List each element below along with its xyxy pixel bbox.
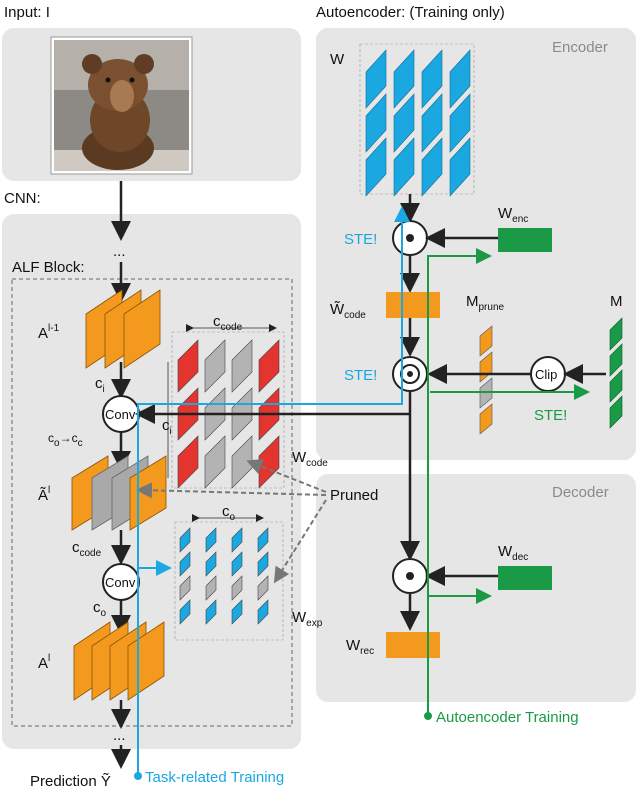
task-training-path [137, 206, 410, 776]
m-prune-label: Mprune [466, 293, 505, 313]
alf-block-border [11, 278, 293, 727]
alf-block-label: ALF Block: [12, 259, 85, 276]
decoder-label: Decoder [552, 484, 609, 501]
ste-label-1: STE! [344, 231, 377, 248]
ellipsis-top: ... [113, 243, 126, 260]
w-enc-label: Wenc [498, 205, 528, 225]
input-label: Input: I [4, 4, 50, 21]
w-exp-label: Wexp [292, 609, 323, 629]
w-code-tilde-label: W̃code [330, 301, 366, 321]
decoder-panel [316, 474, 636, 702]
ste-label-3: STE! [534, 407, 567, 424]
w-dec-label: Wdec [498, 543, 528, 563]
m-label: M [610, 293, 623, 310]
w-dec-bar [498, 566, 552, 590]
c-code-label: ccode [72, 539, 102, 559]
c-o-label: co [93, 599, 107, 619]
autoencoder-training-path [427, 248, 492, 716]
a-out-label: Al [38, 653, 50, 672]
w-label: W [330, 51, 345, 68]
a-prev-stack [85, 289, 161, 369]
c-i-label: ci [95, 375, 105, 395]
conv-1-label: Conv [105, 407, 136, 422]
task-training-label: Task-related Training [145, 769, 284, 786]
autoencoder-label: Autoencoder: (Training only) [316, 4, 505, 21]
ste-label-2: STE! [344, 367, 377, 384]
clip-label: Clip [535, 367, 557, 382]
w-code-label: Wcode [292, 449, 328, 469]
m-stack [609, 317, 623, 429]
w-code-top-label: ccode [213, 313, 243, 333]
w-code-tilde-bar [386, 292, 440, 318]
c-o-to-code-label: co→cc [48, 431, 83, 449]
w-rec-label: Wrec [346, 637, 374, 657]
autoencoder-training-label: Autoencoder Training [436, 709, 579, 726]
pruned-label: Pruned [330, 487, 378, 504]
w-rec-bar [386, 632, 440, 658]
a-tilde-label: Ãl [38, 485, 50, 504]
w-enc-bar [498, 228, 552, 252]
conv-2-label: Conv [105, 575, 136, 590]
cnn-label: CNN: [4, 190, 41, 207]
ellipsis-bottom: ... [113, 727, 126, 744]
prediction-label: Prediction Ỹ [30, 773, 111, 790]
w-code-side-label: ci [162, 417, 172, 437]
encoder-label: Encoder [552, 39, 608, 56]
a-prev-label: Al-1 [38, 323, 60, 342]
w-grid [359, 43, 475, 197]
input-image [50, 36, 193, 175]
w-exp-top-label: co [222, 503, 236, 523]
